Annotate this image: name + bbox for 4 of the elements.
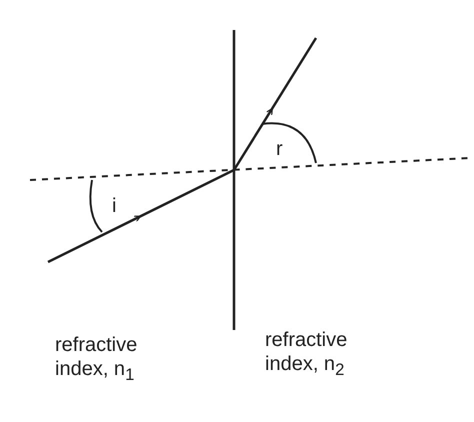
angle-label: r bbox=[276, 137, 283, 161]
medium-label: refractive index, n$_{1}$ bbox=[55, 333, 138, 386]
angle-label: i bbox=[112, 194, 116, 218]
medium-label: refractive index, n$_{2}$ bbox=[265, 328, 348, 381]
